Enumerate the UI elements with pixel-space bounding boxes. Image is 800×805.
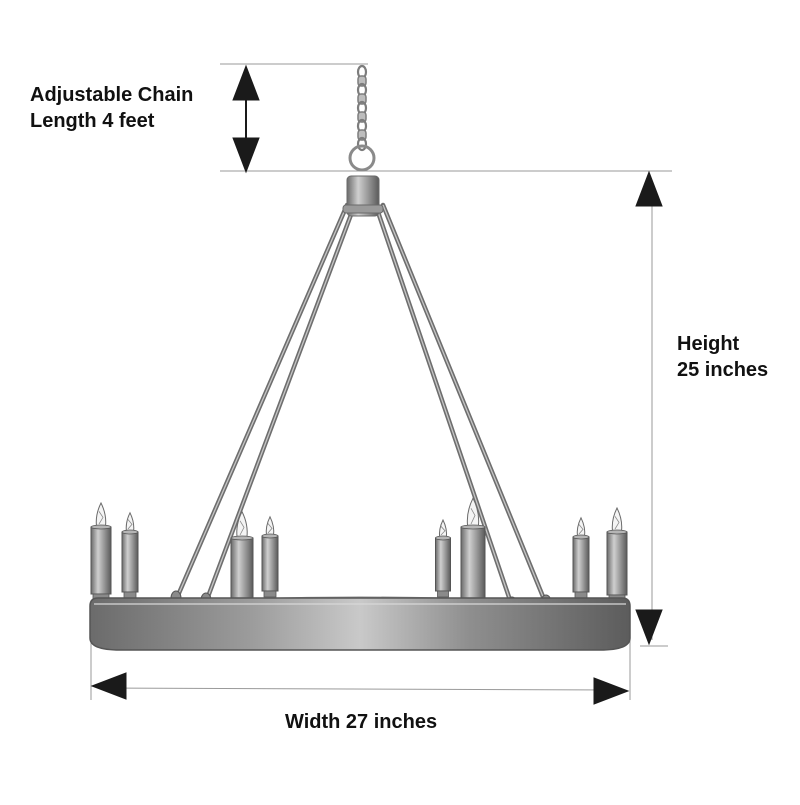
candle-sleeve [230,537,254,599]
candle-light [121,511,139,599]
candle-sleeve [261,535,279,592]
candle-sleeve-top [460,524,486,530]
candle-bulb-filament [440,526,446,536]
dimension-guide-lines [90,63,672,700]
chain-length-label-line-1: Adjustable Chain [30,84,194,106]
candle-sleeve [121,531,139,593]
candle-sleeve-top [261,533,279,539]
height-label-line-2: 25 inches [677,359,769,381]
rod-front-left-highlight [175,204,348,601]
candle-sleeve [460,526,486,599]
rod-back-left-highlight [205,211,353,603]
candle-bulb-filament [614,516,620,530]
width-label-line-1: Width 27 inches [285,711,438,733]
height-arrow-head-up [635,170,663,207]
candle-bulb-filament [127,519,133,530]
candle-bulb-filament [578,524,584,535]
candle-cup [263,590,277,598]
height-label-line-1: Height [677,333,740,355]
width-guide-line [103,687,617,691]
candle-cup [437,590,449,598]
dimension-arrows [90,64,663,705]
candle-light [435,518,451,598]
chain-arrow-head-down [232,137,260,174]
width-label: Width 27 inches [285,709,437,735]
candle-sleeve-top [572,534,590,540]
hanging-chain [356,64,368,152]
candle-sleeve-top [435,535,451,541]
candle-cup [123,591,137,599]
ring-band [89,597,631,651]
candle-sleeve [90,526,112,595]
candle-bulb-filament [470,508,476,525]
center-hub [342,144,384,217]
candle-light [460,497,486,605]
candle-sleeve-top [606,529,628,535]
height-arrow-head-down [635,609,663,646]
candle-bulb-filament [267,523,273,534]
candle-bulb-filament [98,511,104,525]
chain-length-label: Adjustable Chain Length 4 feet [30,82,193,134]
candle-sleeve [572,536,590,593]
height-label: Height 25 inches [677,331,768,383]
chain-length-label-line-2: Length 4 feet [30,110,155,132]
support-rods [170,202,552,612]
width-arrow-head-left [90,672,127,700]
candle-light [606,506,628,602]
rod-back-right-highlight [377,211,513,607]
width-arrow-head-right [593,677,630,705]
candle-sleeve [606,531,628,596]
chain-link [356,136,368,152]
candle-sleeve-top [90,524,112,530]
candle-cup [574,591,588,599]
candle-light [261,515,279,598]
candle-light [90,501,112,601]
rod-front-right-highlight [382,204,547,605]
candle-sleeve-top [121,529,139,535]
chain-arrow-head-up [232,64,260,101]
candle-lights [90,497,628,605]
candle-sleeve [435,537,451,592]
candle-light [572,516,590,599]
candle-bulb-filament [239,520,245,536]
candle-sleeve-top [230,535,254,541]
